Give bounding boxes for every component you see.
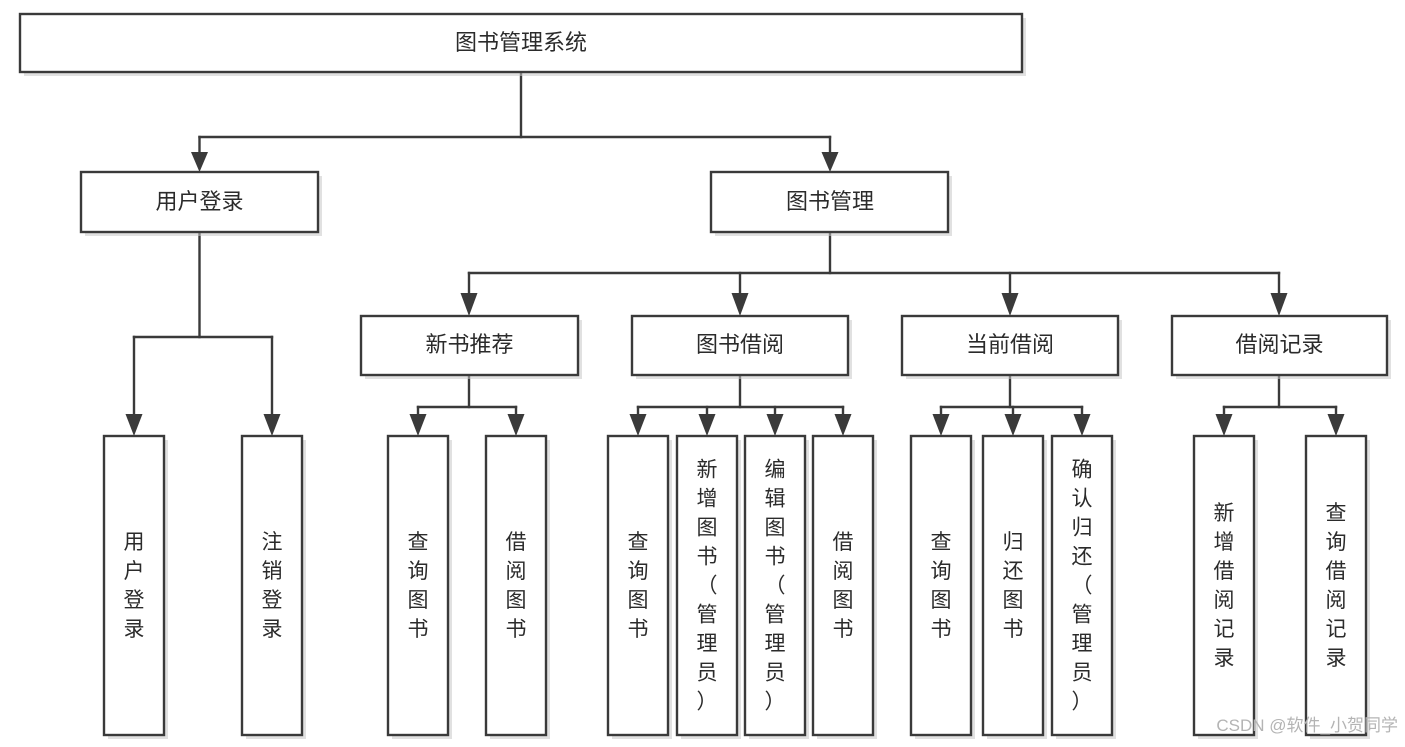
arrow-book-borrow-to-leaf-1 (629, 414, 647, 436)
node-leaf-query-book-3[interactable]: 查询图书 (909, 434, 975, 739)
node-book-borrow-label: 图书借阅 (696, 332, 784, 357)
node-leaf-edit-book[interactable]: 编辑图书（管理员） (743, 434, 809, 739)
node-book-borrow[interactable]: 图书借阅 (630, 314, 852, 379)
node-leaf-borrow-book-2[interactable]: 借阅图书 (811, 434, 877, 739)
arrow-book-borrow-to-leaf-4 (834, 414, 852, 436)
arrow-borrow-record-to-leaf-1 (1215, 414, 1233, 436)
node-book-manage[interactable]: 图书管理 (709, 170, 952, 236)
arrow-book-borrow-to-leaf-3 (766, 414, 784, 436)
node-leaf-return-book-label: 归还图书 (1003, 531, 1024, 641)
node-leaf-confirm-return-label: 确认归还（管理员） (1072, 459, 1093, 714)
node-borrow-record-box (1170, 314, 1389, 377)
node-leaf-query-book-2[interactable]: 查询图书 (606, 434, 672, 739)
leaf-nodes-group: 用户登录 注销登录 查询图书 借阅图书 查询图书 新增图书（管理员） 编辑图书（管理员） 借阅… (102, 434, 1370, 739)
arrow-current-borrow-to-leaf-3 (1073, 414, 1091, 436)
arrow-current-borrow-to-leaf-2 (1004, 414, 1022, 436)
node-leaf-user-login-label: 用户登录 (124, 531, 145, 641)
arrow-new-book-to-leaf-2 (507, 414, 525, 436)
node-leaf-borrow-book-1-box (484, 434, 548, 737)
node-new-book-recommend[interactable]: 新书推荐 (359, 314, 582, 379)
node-root-box (18, 12, 1024, 74)
node-leaf-query-record-box (1304, 434, 1368, 737)
arrow-book-manage-to-book-borrow (731, 293, 749, 316)
node-leaf-user-login-box (102, 434, 166, 737)
node-borrow-record[interactable]: 借阅记录 (1170, 314, 1391, 379)
node-leaf-query-book-2-box (606, 434, 670, 737)
arrow-book-borrow-to-leaf-2 (698, 414, 716, 436)
node-leaf-logout-label: 注销登录 (262, 531, 283, 641)
node-leaf-borrow-book-1-label: 借阅图书 (506, 531, 527, 641)
arrow-current-borrow-to-leaf-1 (932, 414, 950, 436)
node-book-manage-label: 图书管理 (786, 189, 874, 214)
node-leaf-query-book-1-label: 查询图书 (408, 531, 429, 641)
node-leaf-logout-box (240, 434, 304, 737)
node-leaf-query-book-3-box (909, 434, 973, 737)
arrow-borrow-record-to-leaf-2 (1327, 414, 1345, 436)
node-leaf-query-record[interactable]: 查询借阅记录 (1304, 434, 1370, 739)
node-leaf-query-book-1[interactable]: 查询图书 (386, 434, 452, 739)
node-leaf-return-book-box (981, 434, 1045, 737)
node-new-book-recommend-box (359, 314, 580, 377)
node-borrow-record-label: 借阅记录 (1235, 332, 1323, 357)
arrow-root-to-book-manage (821, 152, 839, 172)
node-leaf-user-login[interactable]: 用户登录 (102, 434, 168, 739)
node-leaf-add-record[interactable]: 新增借阅记录 (1192, 434, 1258, 739)
arrow-book-manage-to-current-borrow (1001, 293, 1019, 316)
node-root-label: 图书管理系统 (455, 30, 587, 55)
node-book-borrow-box (630, 314, 850, 377)
node-leaf-edit-book-box (743, 434, 807, 737)
node-leaf-borrow-book-2-label: 借阅图书 (833, 531, 854, 641)
node-leaf-add-record-label: 新增借阅记录 (1214, 502, 1235, 670)
node-leaf-confirm-return-box (1050, 434, 1114, 737)
node-leaf-logout[interactable]: 注销登录 (240, 434, 306, 739)
arrow-book-manage-to-new-book (460, 293, 478, 316)
node-current-borrow-label: 当前借阅 (966, 332, 1054, 357)
node-root[interactable]: 图书管理系统 (18, 12, 1026, 76)
arrow-new-book-to-leaf-1 (409, 414, 427, 436)
node-user-login-box (79, 170, 320, 234)
node-leaf-query-book-1-box (386, 434, 450, 737)
node-leaf-confirm-return[interactable]: 确认归还（管理员） (1050, 434, 1116, 739)
node-user-login-label: 用户登录 (155, 189, 243, 214)
node-leaf-borrow-book-2-box (811, 434, 875, 737)
node-leaf-return-book[interactable]: 归还图书 (981, 434, 1047, 739)
watermark-label: CSDN @软件_小贺同学 (1216, 716, 1398, 735)
node-leaf-add-record-box (1192, 434, 1256, 737)
node-new-book-recommend-label: 新书推荐 (425, 332, 513, 357)
node-leaf-borrow-book-1[interactable]: 借阅图书 (484, 434, 550, 739)
node-current-borrow[interactable]: 当前借阅 (900, 314, 1122, 379)
arrow-user-login-to-leaf-2 (263, 414, 281, 436)
node-leaf-add-book-box (675, 434, 739, 737)
arrow-book-manage-to-borrow-record (1270, 293, 1288, 316)
node-leaf-add-book[interactable]: 新增图书（管理员） (675, 434, 741, 739)
arrow-root-to-user-login (191, 152, 208, 172)
node-leaf-add-book-label: 新增图书（管理员） (697, 459, 718, 714)
node-book-manage-box (709, 170, 950, 234)
node-leaf-query-book-2-label: 查询图书 (628, 531, 649, 641)
node-leaf-query-record-label: 查询借阅记录 (1326, 502, 1347, 670)
node-leaf-edit-book-label: 编辑图书（管理员） (765, 459, 786, 714)
node-leaf-query-book-3-label: 查询图书 (931, 531, 952, 641)
nodes-layer: 图书管理系统 用户登录 图书管理 新书推荐 (18, 12, 1391, 739)
node-current-borrow-box (900, 314, 1120, 377)
connectors-layer (125, 70, 1345, 436)
node-user-login[interactable]: 用户登录 (79, 170, 322, 236)
arrow-user-login-to-leaf-1 (125, 414, 143, 436)
